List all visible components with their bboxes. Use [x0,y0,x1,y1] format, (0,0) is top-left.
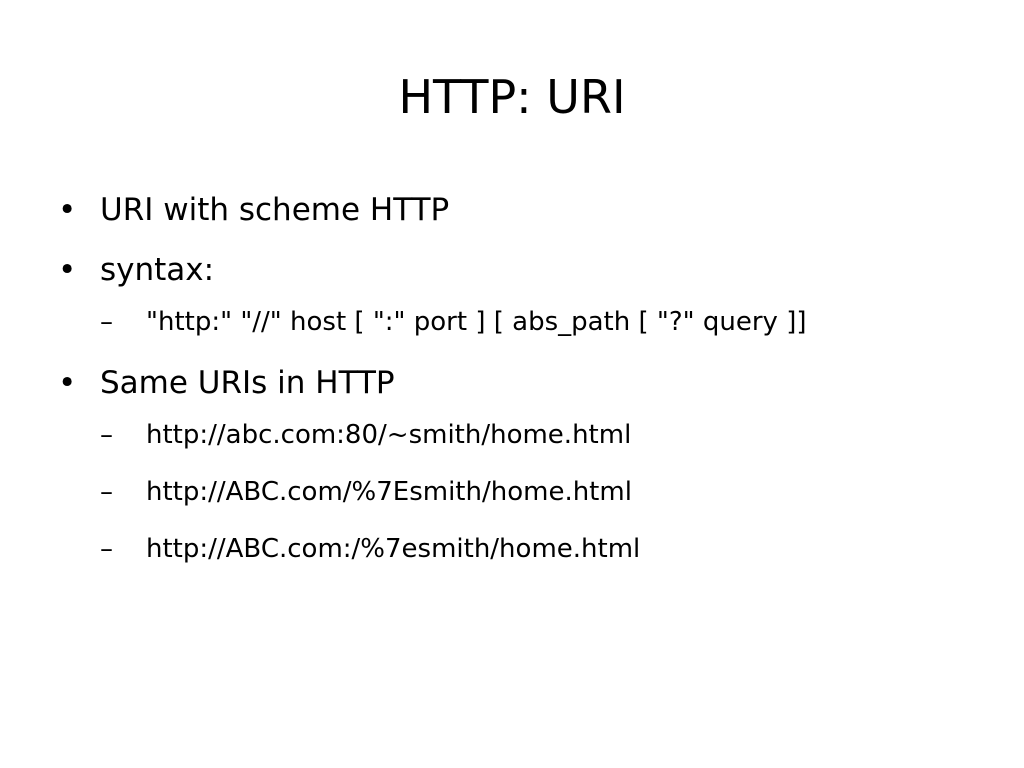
sub-bullet-item: – http://ABC.com:/%7esmith/home.html [100,531,846,567]
sub-bullet-list: – http://abc.com:80/~smith/home.html – h… [100,417,978,567]
sub-bullet-text: "http:" "//" host [ ":" port ] [ abs_pat… [146,307,807,337]
sub-bullet-text: http://ABC.com/%7Esmith/home.html [146,477,632,507]
bullet-item: • URI with scheme HTTP [58,188,978,232]
sub-bullet-item: – http://ABC.com/%7Esmith/home.html [100,474,846,510]
sub-bullet-list: – "http:" "//" host [ ":" port ] [ abs_p… [100,304,978,340]
dash-marker: – [100,420,113,450]
bullet-text: URI with scheme HTTP [100,192,450,228]
bullet-marker: • [58,192,77,228]
sub-bullet-text: http://abc.com:80/~smith/home.html [146,420,632,450]
sub-bullet-text: http://ABC.com:/%7esmith/home.html [146,534,641,564]
slide-title: HTTP: URI [398,70,626,124]
bullet-item: • syntax: – "http:" "//" host [ ":" port… [58,248,978,340]
sub-bullet-item: – "http:" "//" host [ ":" port ] [ abs_p… [100,304,846,340]
bullet-marker: • [58,252,77,288]
bullet-list: • URI with scheme HTTP • syntax: – "http… [58,188,978,588]
bullet-text: Same URIs in HTTP [100,365,395,401]
dash-marker: – [100,534,113,564]
bullet-text: syntax: [100,252,215,288]
bullet-item: • Same URIs in HTTP – http://abc.com:80/… [58,361,978,567]
bullet-marker: • [58,365,77,401]
dash-marker: – [100,307,113,337]
sub-bullet-item: – http://abc.com:80/~smith/home.html [100,417,846,453]
dash-marker: – [100,477,113,507]
